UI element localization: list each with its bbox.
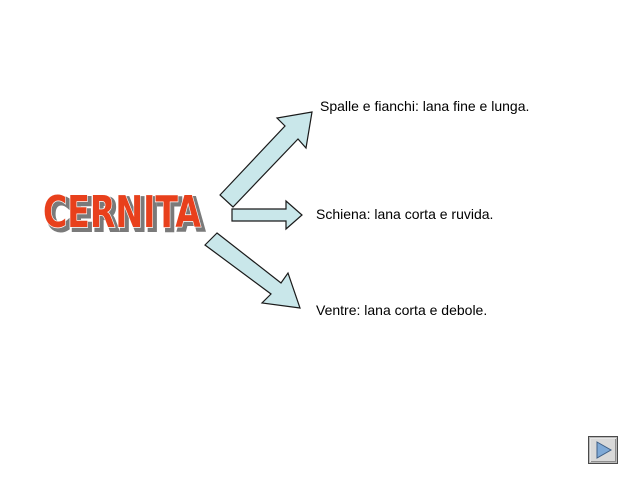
arrow-right [231,199,303,231]
branch-label-back: Schiena: lana corta e ruvida. [316,206,494,222]
title-wordart: CERNITA CERNITA [42,186,206,242]
play-next-icon [588,436,618,464]
next-slide-button[interactable] [588,436,618,464]
branch-label-shoulders: Spalle e fianchi: lana fine e lunga. [320,98,530,114]
arrow-down-right [204,232,301,309]
title-text: CERNITA [43,187,201,238]
title-shadow: CERNITA [46,190,204,241]
branch-label-belly: Ventre: lana corta e debole. [316,302,488,318]
arrow-up-right [219,111,313,208]
